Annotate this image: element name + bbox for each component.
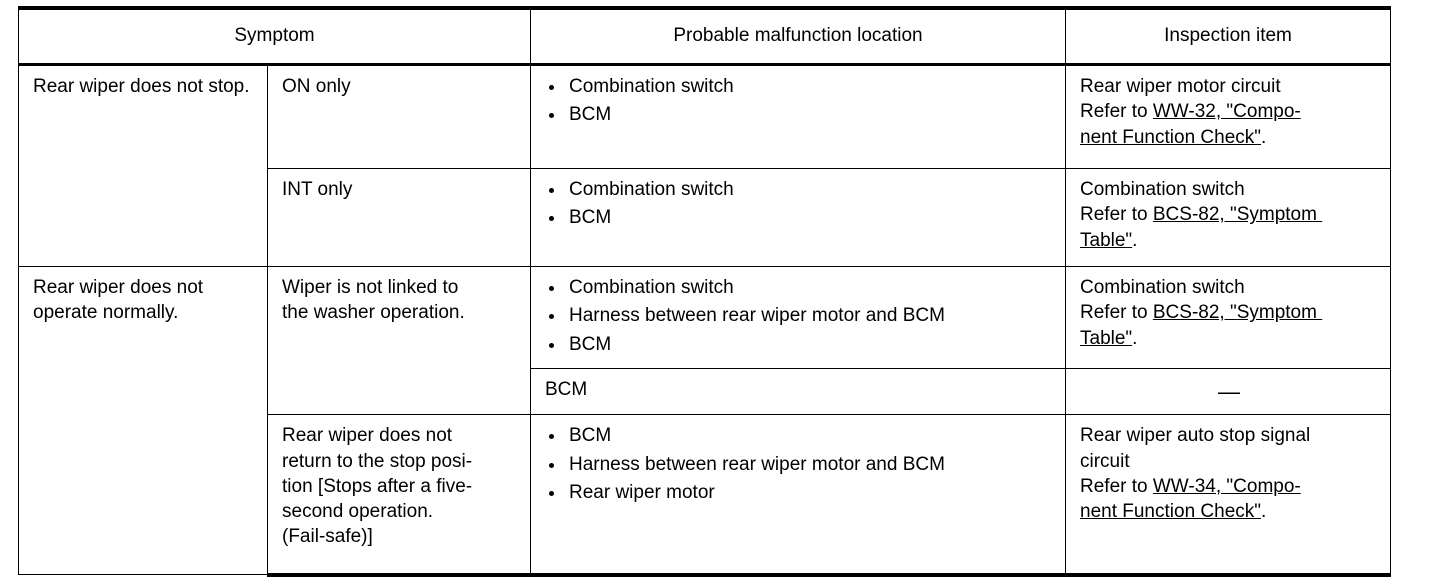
inspection-line: Refer to BCS-82, "Symptom <box>1080 300 1378 325</box>
period-text: . <box>1132 229 1138 251</box>
condition-line: Rear wiper does not <box>282 425 453 447</box>
list-item: BCM <box>545 332 1053 357</box>
cross-reference-link[interactable]: nent Function Check" <box>1080 501 1262 523</box>
location-cell-int-only: Combination switch BCM <box>530 168 1066 267</box>
cross-reference-link[interactable]: Table" <box>1080 229 1133 251</box>
location-list: BCM Harness between rear wiper motor and… <box>545 423 1053 505</box>
inspection-line: nent Function Check". <box>1080 125 1378 150</box>
condition-line: tion [Stops after a five- <box>282 475 473 497</box>
condition-line: return to the stop posi- <box>282 450 473 472</box>
cross-reference-link[interactable]: WW-34, "Compo- <box>1152 475 1301 497</box>
table-row: Rear wiper does not return to the stop p… <box>19 414 1391 577</box>
inspection-line: Rear wiper auto stop signal <box>1080 425 1311 447</box>
list-item: BCM <box>545 205 1053 230</box>
inspection-line: Refer to WW-34, "Compo- <box>1080 474 1378 499</box>
list-item: Combination switch <box>545 275 1053 300</box>
location-cell-on-only: Combination switch BCM <box>530 64 1066 169</box>
column-header-inspection-item: Inspection item <box>1065 6 1391 66</box>
table-row: BCM — <box>19 367 1391 416</box>
table-header-row: Symptom Probable malfunction location In… <box>18 6 1391 66</box>
refer-to-text: Refer to <box>1080 302 1153 324</box>
cross-reference-link[interactable]: BCS-82, "Symptom <box>1152 204 1323 226</box>
condition-cell-on-only: ON only <box>267 64 531 169</box>
column-header-probable-malfunction-location: Probable malfunction location <box>530 6 1066 66</box>
condition-line: second operation. <box>282 501 434 523</box>
location-list: Combination switch Harness between rear … <box>545 275 1053 357</box>
condition-line: Wiper is not linked to <box>282 277 459 298</box>
refer-to-text: Refer to <box>1080 475 1153 497</box>
location-list: Combination switch BCM <box>545 177 1053 231</box>
inspection-line: Rear wiper motor circuit <box>1080 76 1281 97</box>
list-item: BCM <box>545 423 1053 448</box>
inspection-line: nent Function Check". <box>1080 499 1378 524</box>
inspection-cell-rear-wiper-motor-circuit: Rear wiper motor circuit Refer to WW-32,… <box>1065 64 1391 169</box>
symptom-diagnosis-table: Symptom Probable malfunction location In… <box>18 6 1391 577</box>
inspection-line: Refer to WW-32, "Compo- <box>1080 99 1378 124</box>
list-item: Rear wiper motor <box>545 480 1053 505</box>
list-item: Harness between rear wiper motor and BCM <box>545 303 1053 328</box>
period-text: . <box>1261 126 1267 148</box>
cross-reference-link[interactable]: Table" <box>1080 327 1133 349</box>
em-dash-placeholder: — <box>1218 379 1240 404</box>
list-item: Harness between rear wiper motor and BCM <box>545 452 1053 477</box>
table-row: Rear wiper does not stop. ON only Combin… <box>18 64 1391 267</box>
inspection-cell-auto-stop-signal-circuit: Rear wiper auto stop signal circuit Refe… <box>1065 414 1391 577</box>
condition-line: the washer operation. <box>282 302 465 324</box>
inspection-line: Table". <box>1080 228 1378 253</box>
inspection-line: circuit <box>1080 450 1130 472</box>
location-cell-no-return-to-stop-position: BCM Harness between rear wiper motor and… <box>530 414 1066 577</box>
cross-reference-link[interactable]: BCS-82, "Symptom <box>1152 302 1323 324</box>
inspection-line: Combination switch <box>1080 277 1245 298</box>
location-list: Combination switch BCM <box>545 74 1053 128</box>
location-cell-wiper-not-linked: Combination switch Harness between rear … <box>530 266 1066 369</box>
column-header-symptom: Symptom <box>18 6 531 66</box>
period-text: . <box>1132 327 1138 349</box>
inspection-line: Refer to BCS-82, "Symptom <box>1080 202 1378 227</box>
refer-to-text: Refer to <box>1080 204 1153 226</box>
refer-to-text: Refer to <box>1080 101 1153 123</box>
condition-cell-wiper-not-linked-to-washer: Wiper is not linked to the washer operat… <box>267 265 531 416</box>
period-text: . <box>1261 501 1267 523</box>
inspection-cell-combination-switch: Combination switch Refer to BCS-82, "Sym… <box>1065 168 1391 267</box>
list-item: BCM <box>545 102 1053 127</box>
inspection-line: Combination switch <box>1080 179 1245 200</box>
symptom-cell-rear-wiper-does-not-operate-normally: Rear wiper does not operate normally. <box>18 265 268 576</box>
cross-reference-link[interactable]: nent Function Check" <box>1080 126 1262 148</box>
condition-line: (Fail-safe)] <box>282 526 373 548</box>
symptom-cell-rear-wiper-does-not-stop: Rear wiper does not stop. <box>18 64 268 267</box>
inspection-line: Table". <box>1080 326 1378 351</box>
condition-cell-int-only: INT only <box>267 168 531 267</box>
inspection-cell-combination-switch-2: Combination switch Refer to BCS-82, "Sym… <box>1065 266 1391 369</box>
list-item: Combination switch <box>545 177 1053 202</box>
table-row: INT only Combination switch BCM Combinat… <box>19 168 1391 267</box>
cross-reference-link[interactable]: WW-32, "Compo- <box>1152 101 1301 123</box>
condition-cell-no-return-to-stop-position: Rear wiper does not return to the stop p… <box>267 414 531 577</box>
inspection-cell-none: — <box>1065 367 1391 416</box>
list-item: Combination switch <box>545 74 1053 99</box>
table-row: Rear wiper does not operate normally. Wi… <box>18 265 1391 576</box>
location-cell-bcm-plain: BCM <box>530 367 1066 416</box>
